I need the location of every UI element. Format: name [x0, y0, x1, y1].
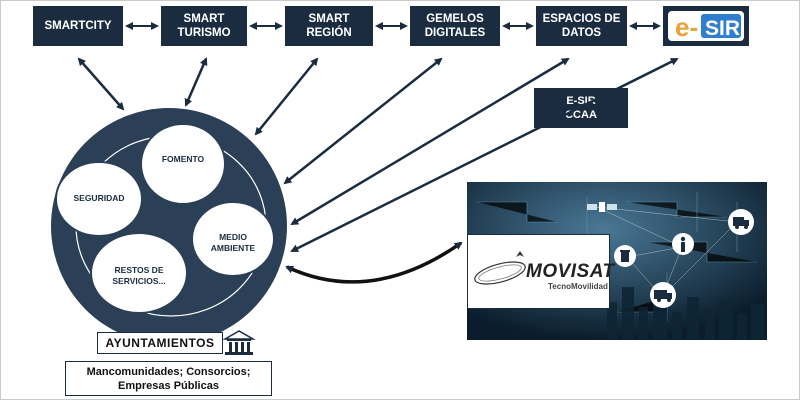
- ayuntamientos-label: AYUNTAMIENTOS: [97, 332, 223, 354]
- person-icon: [672, 233, 694, 255]
- medio-ambiente-bubble: [191, 201, 275, 277]
- smart-turismo-box: SMART TURISMO: [161, 6, 247, 46]
- arrow-turismo-circle: [184, 57, 208, 107]
- esir-logo-prefix: e-: [675, 12, 698, 42]
- satellite-icon: [587, 202, 617, 212]
- arrow-gemelos-circle: [283, 57, 443, 185]
- van-icon: [650, 282, 676, 308]
- town-hall-icon: [222, 330, 256, 355]
- restos-label: RESTOS DE SERVICIOS...: [112, 265, 166, 286]
- gemelos-digitales-box: GEMELOS DIGITALES: [410, 6, 500, 46]
- medio-ambiente-label: MEDIO AMBIENTE: [210, 232, 256, 253]
- arrow-circle-movisat: [285, 241, 463, 284]
- movisat-star-icon: [516, 251, 524, 257]
- movisat-logo: MOVISAT TecnoMovilidad: [467, 234, 614, 309]
- esir-logo-suffix: SIR: [705, 17, 740, 40]
- arrow-esir-circle: [290, 57, 679, 253]
- espacios-de-datos-box: ESPACIOS DE DATOS: [536, 6, 627, 46]
- bin-icon: [614, 245, 636, 267]
- arrow-smartcity-circle: [77, 57, 125, 111]
- smartcity-box: SMARTCITY: [33, 6, 123, 46]
- movisat-wordmark: MOVISAT: [526, 261, 615, 282]
- mancomunidades-label: Mancomunidades; Consorcios; Empresas Púb…: [65, 361, 272, 396]
- esir-logo: e- SIR: [663, 6, 749, 46]
- seguridad-label: SEGURIDAD: [73, 193, 125, 203]
- arrow-region-circle: [254, 57, 319, 136]
- truck-icon: [728, 209, 754, 235]
- fomento-label: FOMENTO: [161, 154, 205, 164]
- smart-region-box: SMART REGIÓN: [285, 6, 373, 46]
- restos-bubble: [90, 232, 188, 314]
- movisat-tagline: TecnoMovilidad: [548, 282, 608, 291]
- fomento-bubble: [140, 123, 226, 205]
- seguridad-bubble: [55, 161, 143, 237]
